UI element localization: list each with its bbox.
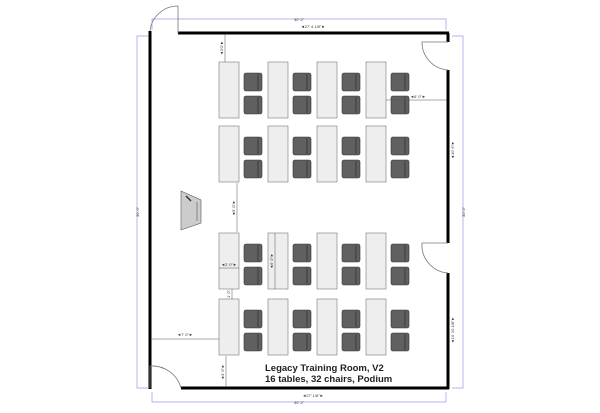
table[interactable] — [267, 232, 289, 290]
chair[interactable] — [292, 159, 312, 179]
podium — [180, 190, 202, 231]
chair[interactable] — [243, 72, 263, 92]
chair[interactable] — [292, 309, 312, 329]
chair[interactable] — [341, 72, 361, 92]
dim-right-lower: ◄10' 10 1/8"► — [450, 317, 455, 344]
chair[interactable] — [390, 266, 410, 286]
chair[interactable] — [243, 136, 263, 156]
chair[interactable] — [292, 266, 312, 286]
chair[interactable] — [341, 243, 361, 263]
dim-table-gap: 1' 0" — [226, 290, 231, 298]
outer-dimension-lines — [136, 18, 464, 403]
dim-outer-bottom: 30' 2" — [294, 400, 305, 405]
dim-right-upper: ◄10' 6"► — [450, 141, 455, 159]
door-top-left — [149, 5, 179, 33]
dim-table-to-wall: ◄6' 0"► — [410, 94, 426, 99]
chair[interactable] — [292, 243, 312, 263]
chair[interactable] — [292, 136, 312, 156]
table[interactable] — [316, 125, 338, 183]
chair[interactable] — [341, 309, 361, 329]
table[interactable] — [365, 125, 387, 183]
table[interactable] — [218, 232, 240, 290]
dim-wall-to-table: ◄3'0"► — [219, 41, 224, 56]
chair[interactable] — [390, 159, 410, 179]
chair[interactable] — [243, 159, 263, 179]
door-right-lower — [421, 242, 449, 274]
chair[interactable] — [390, 332, 410, 352]
caption-title: Legacy Training Room, V2 — [265, 363, 384, 374]
chair[interactable] — [243, 266, 263, 286]
dim-inner-bottom: ◄27' 1/8"► — [302, 393, 323, 398]
plan-caption: Legacy Training Room, V2 16 tables, 32 c… — [265, 363, 392, 385]
walls — [148, 31, 450, 390]
table[interactable] — [267, 125, 289, 183]
table[interactable] — [365, 61, 387, 119]
table[interactable] — [218, 125, 240, 183]
chair[interactable] — [390, 243, 410, 263]
dim-inner-top: ◄27' 4 1/8"► — [301, 24, 326, 29]
chair[interactable] — [390, 95, 410, 115]
chair[interactable] — [390, 72, 410, 92]
chair[interactable] — [243, 332, 263, 352]
table[interactable] — [316, 232, 338, 290]
dim-outer-right: 30' 0" — [461, 206, 466, 217]
dim-table-width: ◄2' 0"► — [221, 262, 237, 267]
door-right-upper — [421, 41, 449, 71]
chair[interactable] — [341, 136, 361, 156]
door-bottom-left — [149, 365, 182, 389]
interior-dimension-lines — [151, 34, 447, 387]
furniture — [218, 61, 410, 356]
chair[interactable] — [243, 309, 263, 329]
chair[interactable] — [292, 72, 312, 92]
table[interactable] — [218, 61, 240, 119]
chair[interactable] — [390, 309, 410, 329]
dim-aisle: ◄5' 0"► — [231, 200, 236, 216]
caption-subtitle: 16 tables, 32 chairs, Podium — [265, 374, 393, 385]
table[interactable] — [365, 298, 387, 356]
table[interactable] — [316, 298, 338, 356]
dim-outer-left: 30' 0" — [135, 206, 140, 217]
table[interactable] — [218, 298, 240, 356]
chair[interactable] — [341, 95, 361, 115]
table[interactable] — [267, 61, 289, 119]
chair[interactable] — [341, 159, 361, 179]
chair[interactable] — [390, 136, 410, 156]
dim-bottom-to-table: ◄3' 0"► — [220, 364, 225, 380]
table[interactable] — [267, 298, 289, 356]
chair[interactable] — [341, 266, 361, 286]
dim-left-to-table: ◄7' 0"► — [177, 332, 193, 337]
chair[interactable] — [292, 95, 312, 115]
chair[interactable] — [243, 243, 263, 263]
dim-outer-top: 30' 2" — [294, 17, 305, 22]
chair[interactable] — [341, 332, 361, 352]
dim-table-length: ◄6' 0"► — [269, 253, 274, 269]
doors[interactable] — [149, 5, 449, 389]
chair[interactable] — [243, 95, 263, 115]
table[interactable] — [365, 232, 387, 290]
chair[interactable] — [292, 332, 312, 352]
table[interactable] — [316, 61, 338, 119]
